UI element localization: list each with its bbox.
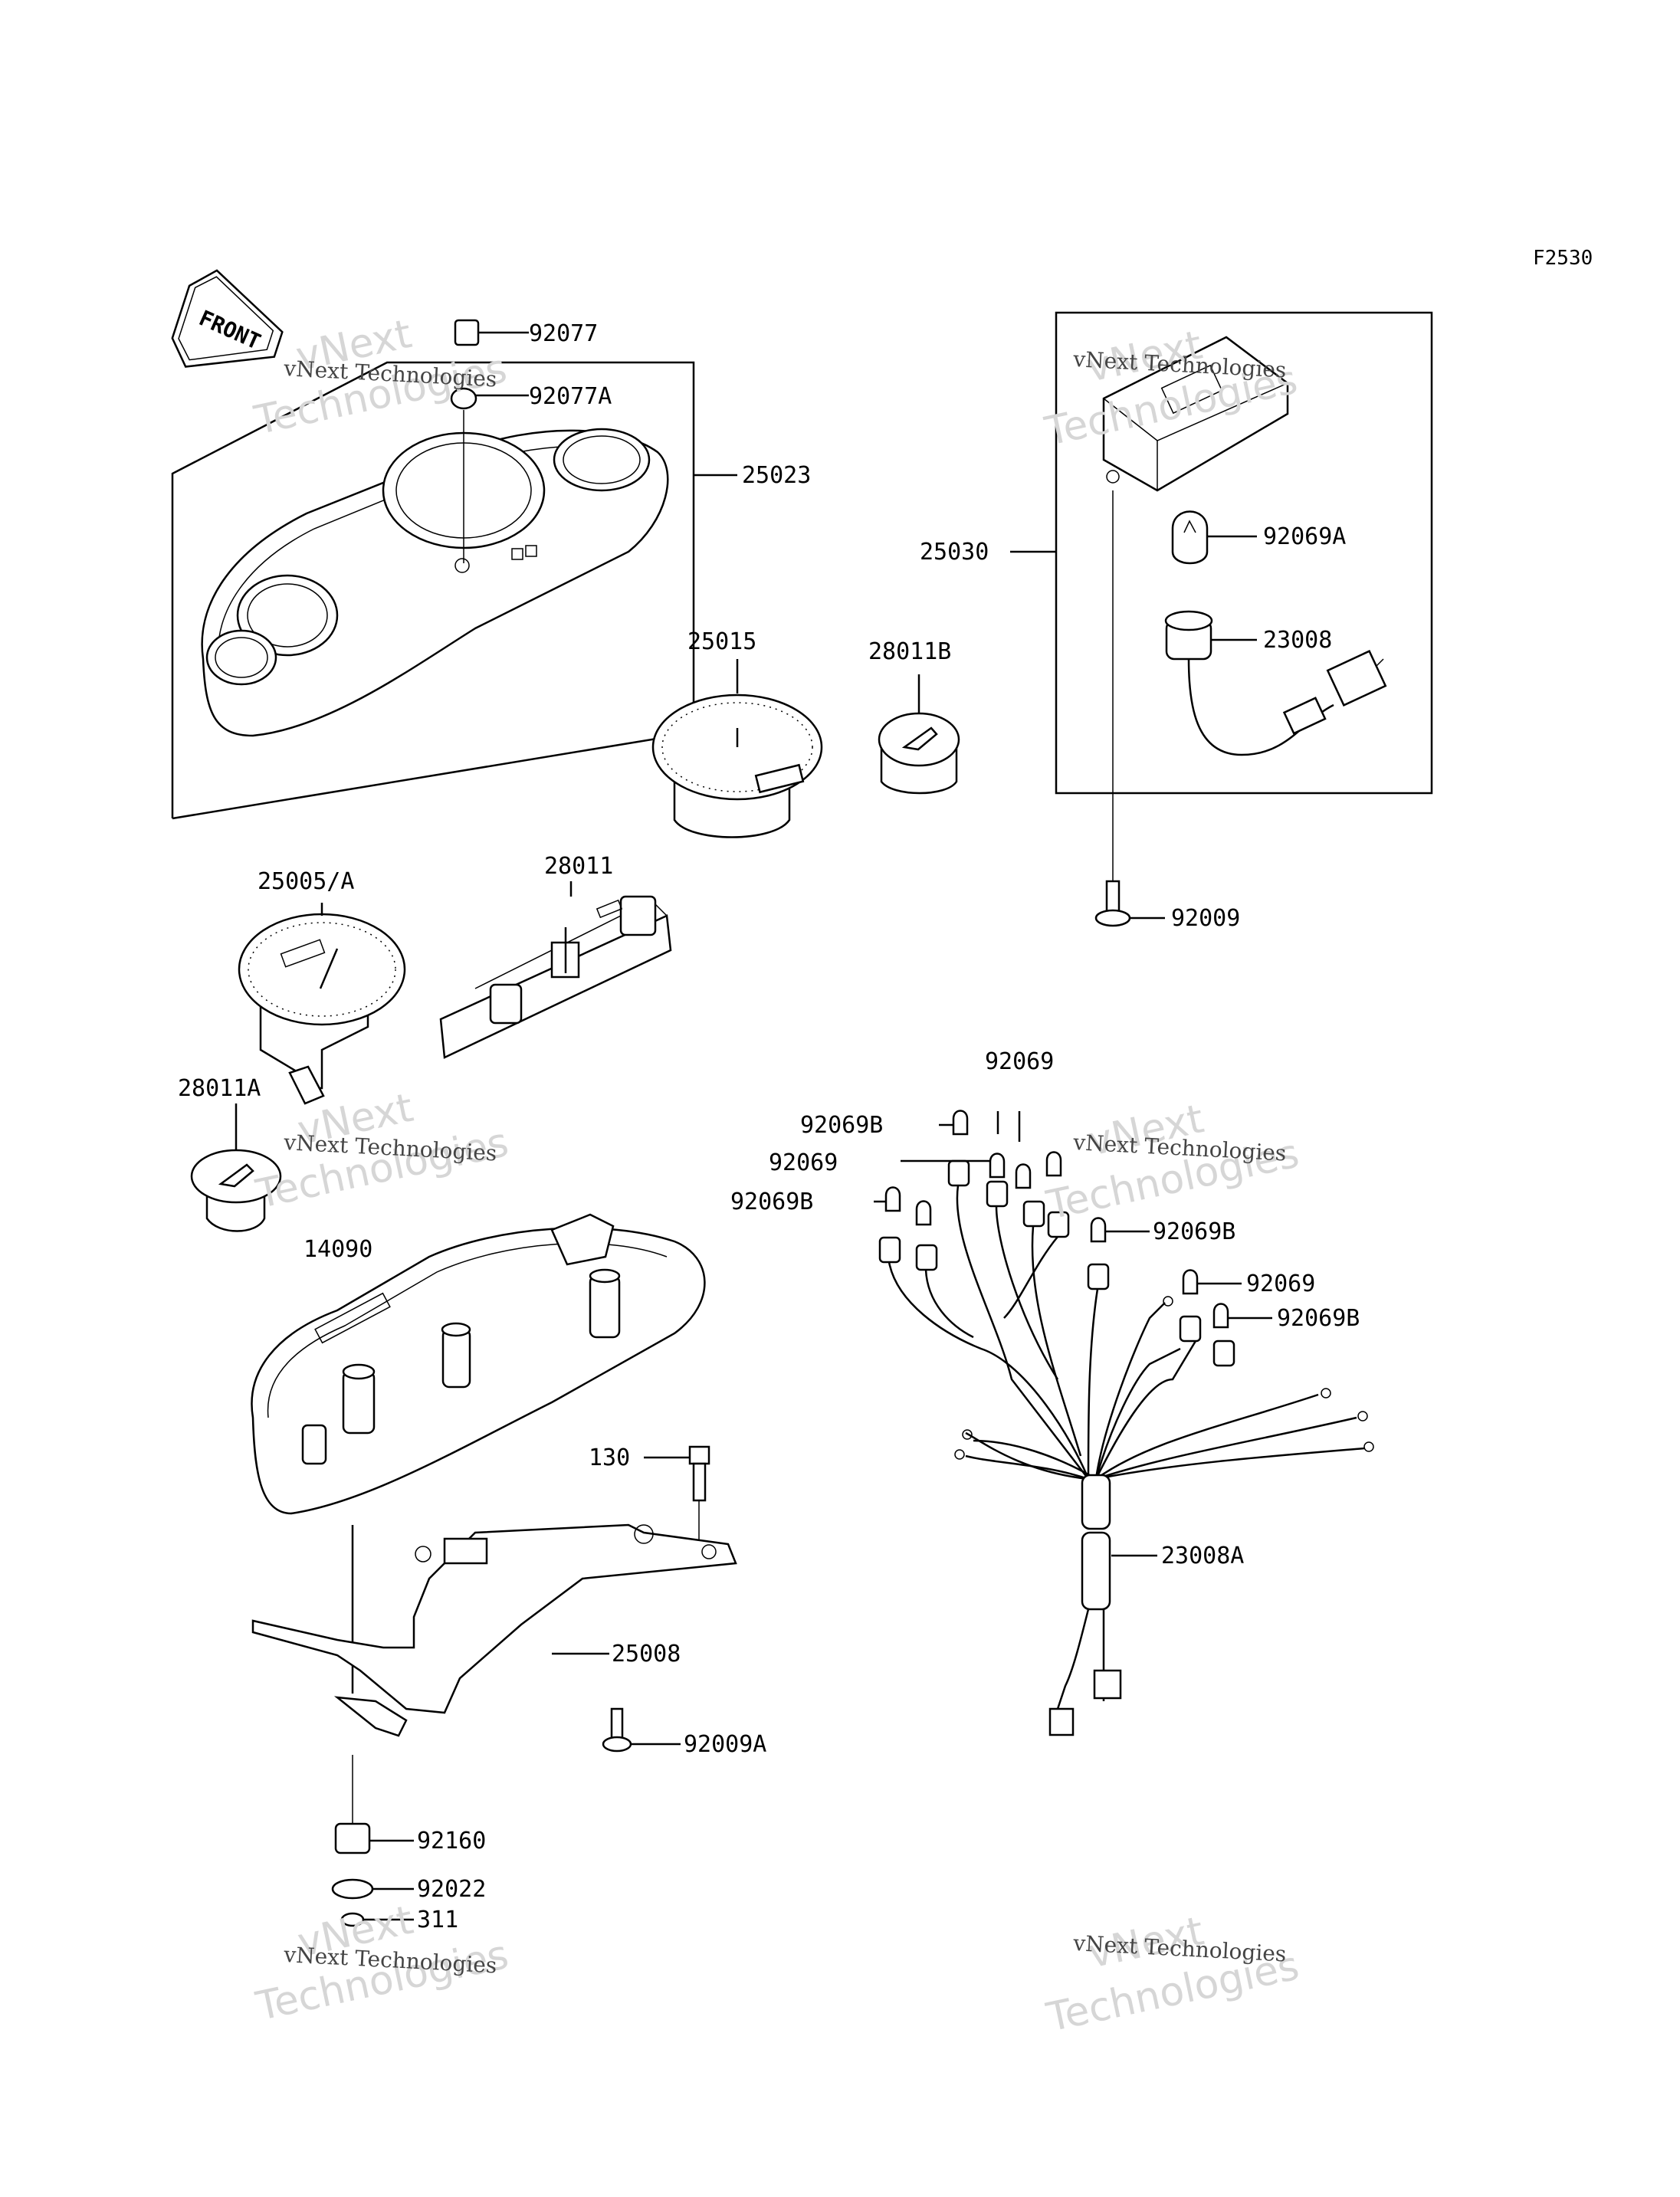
label-92069-right: 92069 (1246, 1271, 1315, 1297)
label-311: 311 (417, 1907, 458, 1933)
label-25023: 25023 (742, 462, 811, 489)
label-92069B-1: 92069B (800, 1112, 883, 1139)
label-14090: 14090 (304, 1236, 372, 1263)
label-25005A: 25005/A (258, 868, 354, 895)
label-28011B: 28011B (868, 638, 951, 665)
figure-code: F2530 (1533, 247, 1593, 270)
label-92069A: 92069A (1263, 523, 1346, 550)
label-25015: 25015 (687, 628, 756, 655)
watermark-bottom-right: vNext Technologies (1042, 1908, 1303, 2041)
label-92160: 92160 (417, 1828, 486, 1854)
label-28011A: 28011A (178, 1075, 261, 1102)
label-92069B-3: 92069B (730, 1189, 813, 1215)
label-25008: 25008 (612, 1641, 681, 1667)
label-25030: 25030 (920, 539, 989, 566)
meter-case-14090 (251, 1213, 706, 1694)
socket-28011B (878, 674, 960, 795)
meter-cover-group (171, 319, 737, 820)
label-92077A: 92077A (529, 383, 612, 410)
screw-92009A (602, 1707, 681, 1753)
label-23008: 23008 (1263, 627, 1332, 654)
label-92069-2: 92069 (769, 1149, 838, 1176)
label-92022: 92022 (417, 1876, 486, 1903)
label-23008A: 23008A (1161, 1543, 1244, 1569)
label-92009: 92009 (1171, 905, 1240, 932)
front-arrow-icon: FRONT (171, 269, 284, 368)
wiring-harness-23008A (874, 1110, 1374, 1736)
speedometer-unit (238, 903, 406, 1105)
circuit-board-28011 (439, 881, 672, 1059)
label-92077: 92077 (529, 320, 598, 347)
indicator-group (1010, 311, 1433, 927)
label-28011: 28011 (544, 853, 613, 880)
tachometer-unit (651, 659, 823, 838)
label-92069-top: 92069 (985, 1048, 1054, 1075)
mount-hardware (331, 1755, 414, 1927)
label-92009A: 92009A (684, 1731, 766, 1758)
socket-28011A (190, 1103, 282, 1232)
label-130: 130 (589, 1444, 630, 1471)
label-92069B-right2: 92069B (1277, 1305, 1360, 1332)
label-92069B-right: 92069B (1153, 1218, 1235, 1245)
bracket-25008 (251, 1523, 737, 1737)
